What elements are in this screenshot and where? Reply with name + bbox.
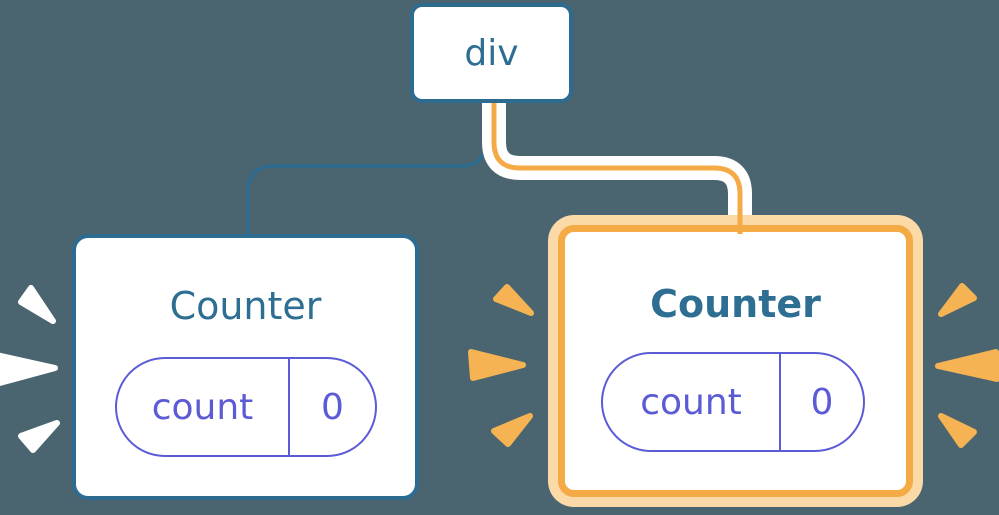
state-key-label: count — [603, 354, 781, 450]
burst-ray-icon — [18, 285, 56, 324]
tree-node-div: div — [410, 3, 573, 103]
burst-ray-icon — [468, 349, 526, 381]
tree-node-div-label: div — [464, 32, 519, 74]
burst-rays-white — [0, 285, 60, 453]
connector-orange-edge — [491, 98, 743, 216]
state-value-label: 0 — [810, 381, 834, 423]
burst-rays-orange-right — [935, 283, 999, 448]
counter-title: Counter — [169, 284, 322, 328]
burst-ray-icon — [491, 413, 533, 447]
tree-node-counter-right: Counter count 0 — [558, 225, 913, 497]
burst-rays-orange-left — [468, 284, 534, 447]
tree-node-counter-left: Counter count 0 — [72, 234, 419, 500]
state-pill: count 0 — [115, 357, 377, 457]
burst-ray-icon — [493, 284, 534, 316]
burst-ray-icon — [18, 420, 60, 453]
burst-ray-icon — [938, 413, 977, 448]
connector-blue-edge — [246, 100, 488, 238]
burst-ray-icon — [938, 283, 977, 317]
state-key-label: count — [117, 359, 290, 455]
tree-node-counter-right-highlight-ring: Counter count 0 — [548, 215, 923, 507]
connector-highlight-casing — [482, 98, 752, 217]
counter-title: Counter — [650, 282, 821, 326]
state-value-label: 0 — [321, 386, 344, 428]
burst-ray-icon — [0, 352, 58, 387]
state-pill: count 0 — [601, 352, 865, 452]
burst-ray-icon — [935, 349, 999, 382]
